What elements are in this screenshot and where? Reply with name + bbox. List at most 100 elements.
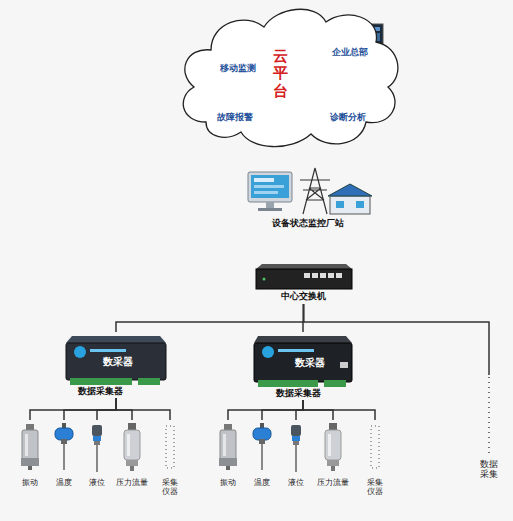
station-icons — [336, 201, 344, 208]
station-icons — [266, 202, 274, 208]
node-label: 采集仪器 — [161, 478, 179, 496]
switch-device — [312, 273, 318, 278]
data-collector: 数采器数据采集器 — [250, 332, 356, 400]
connector-line — [116, 304, 304, 332]
vibration-sensor: 振动 — [211, 420, 245, 492]
screen-panel: 故障报警 — [205, 80, 265, 124]
node-label: 振动 — [13, 478, 47, 487]
station-icons — [248, 172, 292, 202]
collector-devices — [90, 349, 126, 352]
node-label: 诊断分析 — [310, 112, 386, 122]
screen-panel: 移动监测 — [212, 30, 264, 74]
switch-device — [263, 278, 266, 281]
collector-devices — [340, 362, 348, 368]
dotted-continuation — [488, 377, 490, 455]
connector-line — [303, 400, 333, 420]
node-label: 液位 — [80, 478, 114, 487]
data-collector: 数采器数据采集器 — [60, 332, 172, 398]
node-label: 数据采集 — [479, 459, 499, 480]
station-icons — [330, 196, 370, 214]
connector-line — [296, 400, 303, 420]
sensor-icons — [253, 423, 271, 470]
sensor-icons — [55, 423, 73, 470]
collector-devices — [66, 336, 166, 343]
connector-line — [303, 400, 375, 420]
station-icons — [251, 175, 289, 198]
node-label: 采集仪器 — [366, 478, 384, 496]
data-acquisition-more: 数据采集 — [476, 375, 502, 485]
pressure-flow-sensor: 压力流量 — [115, 420, 149, 492]
station-icons — [258, 208, 282, 211]
connector-line — [262, 400, 303, 420]
connector-line — [304, 304, 490, 375]
station-icons — [254, 191, 278, 194]
sensor-icons — [325, 423, 341, 471]
node-label: 数据采集器 — [65, 386, 135, 396]
cloud-outline — [176, 2, 402, 150]
sensor-icons — [21, 423, 379, 472]
station-icons — [254, 185, 284, 188]
node-label: 液位 — [279, 478, 313, 487]
cloud-platform: 云平台移动监测 企业总部故障报警 诊断分析 — [176, 2, 402, 150]
switch-device — [320, 273, 326, 278]
vibration-sensor: 振动 — [13, 420, 47, 492]
device-print: 数采器 — [288, 357, 332, 369]
node-label: 振动 — [211, 478, 245, 487]
station-icons — [356, 201, 364, 208]
sensor-icons — [219, 424, 237, 470]
collector-devices — [254, 343, 352, 382]
acquisition-instrument: 采集仪器 — [153, 420, 187, 492]
collector-devices — [262, 346, 274, 358]
central-switch: 中心交换机 — [255, 262, 352, 304]
connector-line — [302, 304, 304, 332]
switch-device — [304, 273, 310, 278]
device-print: 数采器 — [96, 356, 140, 368]
node-label: 设备状态监控厂站 — [240, 218, 375, 228]
level-sensor: 液位 — [80, 420, 114, 492]
node-label: 移动监测 — [212, 63, 264, 73]
switch-device — [256, 264, 352, 269]
sensor-icons — [291, 425, 301, 472]
node-label: 数据采集器 — [258, 388, 338, 398]
screen-panel: 企业总部 — [316, 22, 384, 59]
collector-devices — [66, 336, 352, 387]
node-label: 中心交换机 — [255, 291, 352, 301]
collector-devices — [66, 343, 166, 380]
connector-line — [64, 398, 116, 420]
collector-devices — [70, 378, 132, 385]
station-icons — [254, 178, 274, 182]
level-sensor: 液位 — [279, 420, 313, 492]
sensor-icons — [124, 423, 140, 471]
temperature-sensor: 温度 — [245, 420, 279, 492]
node-label: 温度 — [245, 478, 279, 487]
connector-line — [228, 400, 303, 420]
collector-devices — [324, 380, 346, 387]
acquisition-instrument: 采集仪器 — [358, 420, 392, 492]
sensor-icons — [21, 424, 39, 470]
switch-device — [256, 269, 352, 289]
sensor-icons — [371, 426, 379, 468]
station-icons — [328, 184, 372, 196]
collector-devices — [258, 380, 318, 387]
switch-device — [336, 273, 342, 278]
pressure-flow-sensor: 压力流量 — [316, 420, 350, 492]
collector-devices — [74, 346, 86, 358]
collector-devices — [138, 378, 160, 385]
connector-line — [30, 398, 116, 420]
switch-device — [256, 264, 352, 289]
screen-panel: 诊断分析 — [310, 66, 386, 124]
connector-line — [97, 398, 116, 420]
node-label: 压力流量 — [316, 478, 350, 487]
node-label: 故障报警 — [205, 112, 265, 122]
sensor-icons — [166, 426, 174, 468]
cloud-outline — [183, 9, 398, 146]
collector-devices — [278, 349, 314, 352]
connector-line — [116, 398, 132, 420]
sensor-icons — [92, 425, 102, 472]
station-icons — [300, 168, 330, 214]
node-label: 云平台 — [272, 48, 289, 100]
collector-devices — [254, 336, 352, 343]
switch-device — [328, 273, 334, 278]
